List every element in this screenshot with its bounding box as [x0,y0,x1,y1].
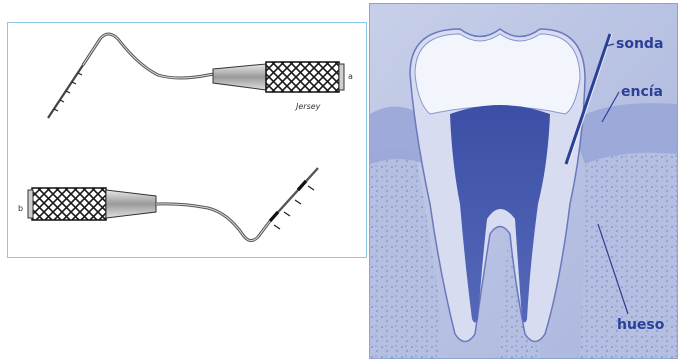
illustrator-signature: Jersey [294,102,321,111]
probe-top-handle [266,62,339,92]
label-gum: encía [621,84,663,100]
probe-bottom-handle [32,188,106,220]
probe-top-markings [54,73,82,111]
label-probe: sonda [616,36,663,52]
probe-top: a Jersey [48,34,353,118]
probe-drawing-panel: a Jersey b [7,22,367,258]
probe-top-ferrule [213,64,266,90]
probe-bottom: b [18,168,318,241]
tooth-enamel [415,34,580,114]
probe-bottom-ferrule [106,190,156,218]
probe-top-marker: a [348,72,353,81]
tooth-diagram-panel: sonda encía hueso [369,3,678,359]
probe-bottom-markings [274,186,314,229]
periodontal-probes-drawing: a Jersey b [8,23,366,257]
probe-top-tip [48,65,83,118]
tooth-cross-section-diagram: sonda encía hueso [370,4,677,358]
label-bone: hueso [617,317,665,333]
probe-bottom-marker: b [18,204,23,213]
